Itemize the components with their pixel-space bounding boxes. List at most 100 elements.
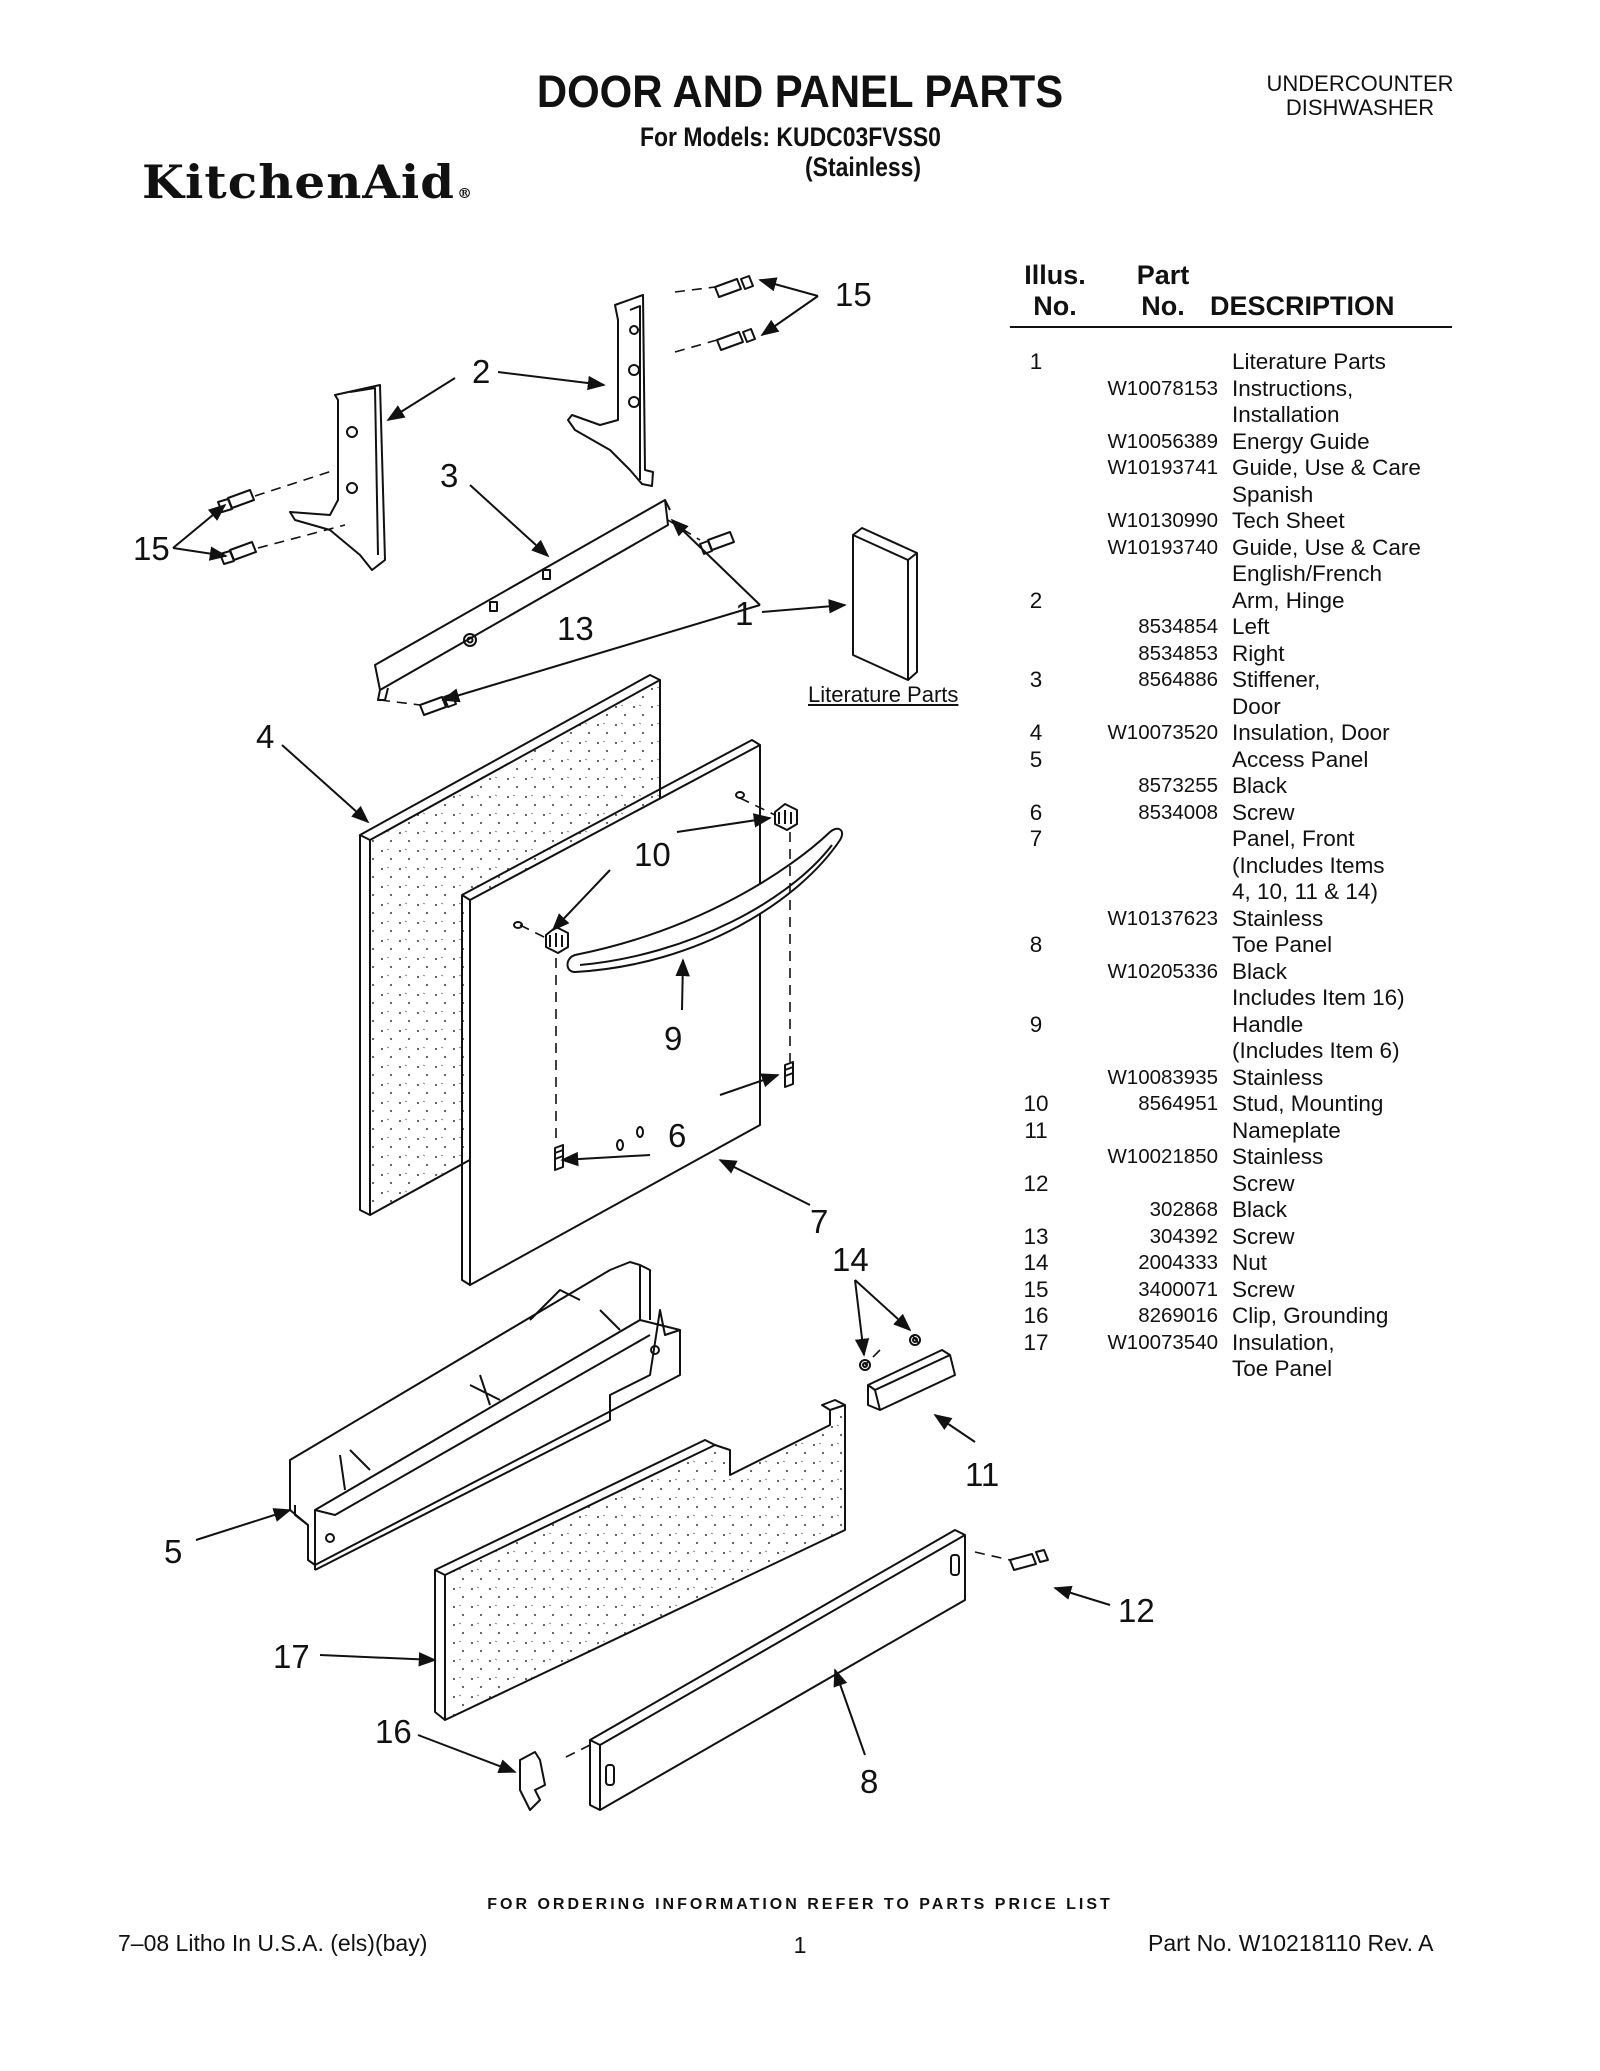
table-row: English/French xyxy=(1010,561,1450,588)
callout-10: 10 xyxy=(634,836,671,873)
column-header-part-line2: No. xyxy=(1141,291,1185,321)
row-description: Guide, Use & Care xyxy=(1232,455,1421,480)
row-description: Insulation, Door xyxy=(1232,720,1390,745)
appliance-type: UNDERCOUNTER DISHWASHER xyxy=(1240,72,1480,120)
row-description: Left xyxy=(1232,614,1270,639)
table-row: Installation xyxy=(1010,402,1450,429)
callout-6: 6 xyxy=(668,1117,686,1154)
appliance-type-line2: DISHWASHER xyxy=(1285,95,1435,120)
callout-4: 4 xyxy=(256,718,274,755)
callout-9: 9 xyxy=(664,1020,682,1057)
row-description: Door xyxy=(1232,693,1281,719)
model-variant: (Stainless) xyxy=(805,152,922,182)
litho-info: 7–08 Litho In U.S.A. (els)(bay) xyxy=(118,1930,428,1956)
row-description: Literature Parts xyxy=(1232,349,1386,374)
row-part-number: W10130990 xyxy=(1107,509,1218,532)
row-illus-number: 2 xyxy=(1029,587,1043,613)
row-part-number: W10073540 xyxy=(1107,1330,1218,1354)
row-illus-number: 12 xyxy=(1023,1170,1049,1196)
row-description: Panel, Front xyxy=(1232,826,1355,851)
document-part-number: Part No. W10218110 Rev. A xyxy=(1148,1930,1434,1956)
row-part-number: W10073520 xyxy=(1107,721,1218,744)
column-header-part: Part No. xyxy=(1108,260,1218,322)
handle-screws xyxy=(554,1061,794,1171)
callout-15-top: 15 xyxy=(835,276,872,313)
callout-1: 1 xyxy=(735,595,753,632)
row-part-number: 8564886 xyxy=(1138,668,1218,691)
table-row: 2 Arm, Hinge xyxy=(1010,588,1450,615)
row-part-number: 8534008 xyxy=(1138,800,1218,824)
row-illus-number: 14 xyxy=(1023,1250,1049,1275)
table-row: 10 8564951 Stud, Mounting xyxy=(1010,1091,1450,1118)
row-description: Guide, Use & Care xyxy=(1232,534,1421,560)
row-description: Handle xyxy=(1232,1011,1304,1037)
leader-arrows xyxy=(172,277,1111,1773)
row-description: Stainless xyxy=(1232,905,1324,931)
row-part-number: 8534853 xyxy=(1138,641,1218,665)
row-description: Screw xyxy=(1232,1223,1295,1249)
toe-panel xyxy=(589,1529,966,1811)
row-description: (Includes Items xyxy=(1232,852,1385,878)
callout-16: 16 xyxy=(375,1713,412,1750)
brand-logo: KitchenAid® xyxy=(142,155,473,209)
literature-booklet xyxy=(852,527,918,681)
row-description: Stud, Mounting xyxy=(1232,1091,1384,1116)
row-part-number: 2004333 xyxy=(1138,1251,1218,1274)
grounding-clip xyxy=(519,1751,546,1811)
row-description: Toe Panel xyxy=(1232,932,1333,957)
column-header-illus-line2: No. xyxy=(1033,291,1077,321)
table-row: W10130990 Tech Sheet xyxy=(1010,508,1450,535)
callout-labels: 15 2 3 15 13 1 4 10 9 6 7 14 5 11 12 17 … xyxy=(133,276,1155,1800)
table-row: 13 304392 Screw xyxy=(1010,1224,1450,1251)
page-title: DOOR AND PANEL PARTS xyxy=(536,66,1064,117)
row-part-number: 8564951 xyxy=(1138,1092,1218,1115)
front-panel xyxy=(461,739,761,1286)
row-description: 4, 10, 11 & 14) xyxy=(1232,879,1378,904)
row-description: Nut xyxy=(1232,1250,1268,1275)
ordering-note: FOR ORDERING INFORMATION REFER TO PARTS … xyxy=(487,1896,1113,1913)
row-illus-number: 10 xyxy=(1023,1091,1049,1116)
table-row: 8534853 Right xyxy=(1010,641,1450,668)
brand-name: KitchenAid xyxy=(142,155,456,209)
row-description: Arm, Hinge xyxy=(1232,587,1345,613)
literature-parts-caption: Literature Parts xyxy=(808,682,959,707)
column-header-description: DESCRIPTION xyxy=(1210,291,1395,321)
row-part-number: 304392 xyxy=(1149,1224,1218,1248)
row-description: Black xyxy=(1232,958,1288,984)
row-illus-number: 6 xyxy=(1029,799,1043,825)
row-description: Installation xyxy=(1232,402,1340,427)
column-header-illus: Illus. No. xyxy=(1010,260,1100,322)
row-illus-number: 13 xyxy=(1023,1223,1049,1249)
table-row: 14 2004333 Nut xyxy=(1010,1250,1450,1277)
row-description: Right xyxy=(1232,640,1285,666)
row-illus-number: 16 xyxy=(1023,1303,1049,1328)
model-number: For Models: KUDC03FVSS0 xyxy=(640,122,941,152)
page-number: 1 xyxy=(793,1932,807,1958)
row-description: Spanish xyxy=(1232,481,1314,507)
row-illus-number: 15 xyxy=(1023,1276,1049,1302)
access-panel xyxy=(289,1261,681,1571)
door-handle xyxy=(566,827,844,973)
row-description: Tech Sheet xyxy=(1232,508,1345,533)
table-row: (Includes Items xyxy=(1010,853,1450,880)
row-part-number: 8573255 xyxy=(1138,774,1218,797)
row-illus-number: 3 xyxy=(1029,667,1043,692)
row-illus-number: 17 xyxy=(1023,1329,1049,1355)
table-row: Includes Item 16) xyxy=(1010,985,1450,1012)
row-description: Access Panel xyxy=(1232,746,1369,772)
